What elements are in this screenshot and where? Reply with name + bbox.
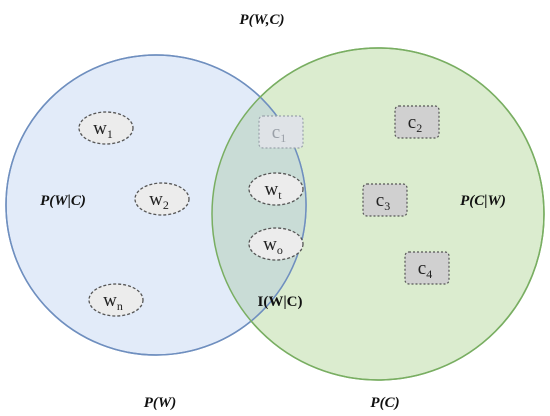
p-c-label: P(C) xyxy=(370,395,399,411)
joint-probability-title: P(W,C) xyxy=(239,12,284,28)
svg-text:c1: c1 xyxy=(272,122,286,145)
mutual-information-label: I(W|C) xyxy=(258,294,303,310)
svg-text:c4: c4 xyxy=(418,258,432,281)
word-node-wo: wo xyxy=(248,227,304,261)
svg-text:c3: c3 xyxy=(376,190,390,213)
class-node-c4: c4 xyxy=(404,251,450,285)
class-set-outline xyxy=(211,47,545,381)
class-node-c2: c2 xyxy=(394,105,440,139)
p-c-given-w-label: P(C|W) xyxy=(460,193,506,209)
svg-text:wo: wo xyxy=(263,234,283,257)
svg-text:c2: c2 xyxy=(408,112,422,135)
p-w-given-c-label: P(W|C) xyxy=(40,193,86,209)
svg-text:w1: w1 xyxy=(93,118,113,141)
class-node-c3: c3 xyxy=(362,183,408,217)
word-node-w2: w2 xyxy=(134,182,190,216)
class-node-c1: c1 xyxy=(258,115,304,149)
word-node-wt: wt xyxy=(248,172,304,206)
word-node-w1: w1 xyxy=(78,111,134,145)
p-w-label: P(W) xyxy=(144,395,177,411)
svg-text:wn: wn xyxy=(103,290,123,313)
svg-text:wt: wt xyxy=(264,179,282,202)
word-node-wn: wn xyxy=(88,283,144,317)
svg-text:w2: w2 xyxy=(149,189,169,212)
word-set-outline xyxy=(5,54,307,356)
